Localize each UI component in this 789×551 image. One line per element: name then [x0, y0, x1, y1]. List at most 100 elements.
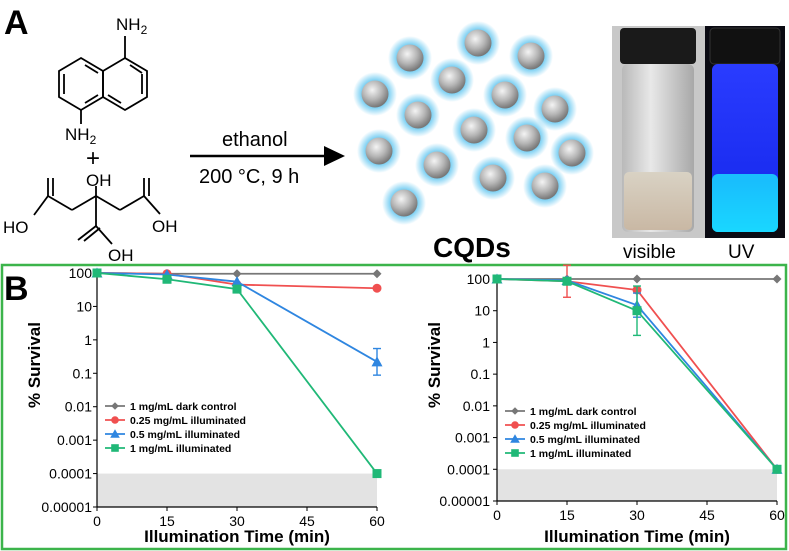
cqd-dot: [531, 172, 559, 200]
square-marker: [632, 306, 642, 316]
cqd-particles: [353, 21, 594, 225]
y-axis-title: % Survival: [425, 322, 444, 408]
legend-label: 0.5 mg/mL illuminated: [530, 434, 640, 446]
x-tick-label: 15: [559, 507, 575, 523]
diamond-marker: [772, 274, 782, 284]
y-tick-label: 0.00001: [41, 499, 92, 515]
legend-label: 1 mg/mL illuminated: [130, 443, 231, 455]
x-axis-title: Illumination Time (min): [144, 527, 330, 546]
cqd-dot: [464, 29, 492, 57]
legend: 1 mg/mL dark control 0.25 mg/mL illuminat…: [505, 406, 646, 460]
diamond-marker: [111, 402, 119, 410]
series-square: [92, 268, 382, 479]
x-tick-label: 60: [769, 507, 785, 523]
legend-label: 0.25 mg/mL illuminated: [530, 420, 646, 432]
triangle-marker: [110, 429, 120, 438]
cqd-dot: [558, 139, 586, 167]
x-tick-label: 30: [629, 507, 645, 523]
series-line: [96, 272, 378, 363]
y-tick-label: 0.001: [57, 432, 92, 448]
cqd-dot: [517, 42, 545, 70]
legend-label: 1 mg/mL dark control: [130, 401, 237, 413]
cqd-dot: [479, 164, 507, 192]
cqd-dot: [390, 189, 418, 217]
plus-sign: +: [86, 145, 100, 172]
diamond-marker: [232, 269, 242, 279]
citric-oh-top: OH: [86, 171, 112, 190]
triangle-marker: [371, 356, 383, 367]
x-tick-label: 60: [369, 513, 385, 529]
series-triangle: [91, 267, 383, 376]
y-tick-label: 0.0001: [447, 461, 490, 477]
cqd-dot: [491, 81, 519, 109]
panel-b-label: B: [4, 270, 29, 308]
citric-oh-right: OH: [152, 217, 178, 236]
y-tick-label: 1: [84, 332, 92, 348]
triangle-marker: [510, 434, 520, 443]
square-marker: [492, 274, 502, 284]
square-marker: [372, 469, 382, 479]
y-tick-label: 0.01: [65, 399, 92, 415]
x-tick-label: 45: [699, 507, 715, 523]
cqd-dot: [396, 44, 424, 72]
legend-label: 0.25 mg/mL illuminated: [130, 415, 246, 427]
legend: 1 mg/mL dark control 0.25 mg/mL illuminat…: [105, 401, 246, 455]
uv-label: UV: [728, 242, 755, 263]
square-marker: [92, 268, 102, 278]
x-tick-label: 15: [159, 513, 175, 529]
cqd-dot: [361, 80, 389, 108]
y-tick-label: 0.00001: [439, 493, 490, 509]
triangle-marker: [231, 276, 243, 287]
legend-label: 1 mg/mL dark control: [530, 406, 637, 418]
circle-marker: [372, 283, 382, 293]
visible-label: visible: [623, 242, 676, 263]
legend-label: 1 mg/mL illuminated: [530, 448, 631, 460]
cqd-dot: [438, 66, 466, 94]
citric-oh-bottom: OH: [108, 246, 134, 265]
y-tick-label: 0.001: [455, 430, 490, 446]
visible-vial-cap: [620, 28, 696, 64]
solvent-label: ethanol: [222, 129, 288, 151]
panel-a-label: A: [4, 4, 29, 42]
square-marker: [232, 284, 242, 294]
x-tick-label: 0: [93, 513, 101, 529]
product-label: CQDs: [433, 232, 511, 263]
y-tick-label: 10: [76, 298, 92, 314]
y-tick-label: 10: [474, 303, 490, 319]
cqd-dot: [460, 116, 488, 144]
cqd-dot: [404, 101, 432, 129]
y-tick-label: 0.1: [73, 365, 93, 381]
y-tick-label: 100: [69, 265, 93, 281]
diaminonaphthalene-structure: [58, 36, 148, 124]
square-marker: [562, 276, 572, 286]
cqd-dot: [365, 137, 393, 165]
uv-vial-glow: [712, 174, 778, 232]
circle-marker: [511, 421, 519, 429]
y-axis-title: % Survival: [25, 322, 44, 408]
uv-vial-cap: [709, 27, 781, 65]
amine-bottom-label: NH2: [65, 125, 97, 147]
square-marker: [162, 274, 172, 284]
diamond-marker: [511, 407, 519, 415]
y-tick-label: 1: [482, 334, 490, 350]
circle-marker: [111, 416, 119, 424]
x-tick-label: 45: [299, 513, 315, 529]
y-tick-label: 0.1: [471, 366, 491, 382]
citric-ho-left: HO: [3, 218, 29, 237]
legend-label: 0.5 mg/mL illuminated: [130, 429, 240, 441]
detection-limit-region: [497, 469, 777, 501]
x-tick-label: 0: [493, 507, 501, 523]
square-marker: [111, 444, 119, 452]
cqd-dot: [541, 95, 569, 123]
citric-acid-structure: [33, 178, 161, 245]
vial-photo: [612, 26, 785, 238]
conditions-label: 200 °C, 9 h: [199, 166, 299, 188]
panel-b-frame: [0, 263, 788, 551]
y-tick-label: 100: [467, 271, 491, 287]
square-marker: [772, 464, 782, 474]
series-line: [96, 272, 378, 475]
cqd-dot: [423, 151, 451, 179]
